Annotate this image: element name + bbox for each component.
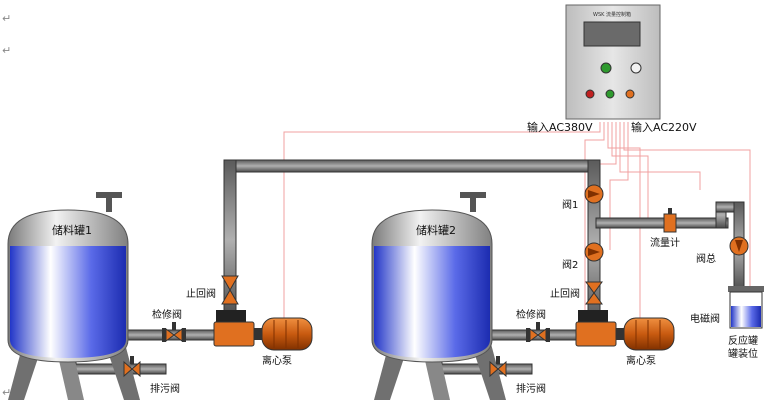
valve-1-icon xyxy=(584,184,604,204)
service-valve-icon xyxy=(526,322,550,342)
indicator-light-icon xyxy=(600,62,612,74)
storage-tank-1: 储料罐1 xyxy=(7,192,140,400)
indicator-light-icon xyxy=(625,89,635,99)
reactor-label-line1: 反应罐 xyxy=(728,334,758,347)
flowmeter-label: 流量计 xyxy=(650,236,680,249)
indicator-light-icon xyxy=(585,89,595,99)
control-box-title: WSK 流量控制箱 xyxy=(593,11,631,18)
service-valve-label: 检修阀 xyxy=(152,308,182,321)
main-valve-icon xyxy=(729,236,749,256)
display-panel xyxy=(583,21,641,47)
service-valve-icon xyxy=(162,322,186,342)
drain-valve-icon xyxy=(489,356,507,378)
pump-label: 离心泵 xyxy=(626,354,656,367)
paragraph-mark: ↵ xyxy=(2,12,11,25)
main-valve-label: 阀总 xyxy=(696,252,716,265)
solenoid-valve-label: 电磁阀 xyxy=(690,312,720,325)
valve-2-label: 阀2 xyxy=(562,258,578,271)
drain-valve-icon xyxy=(123,356,141,378)
check-valve-icon xyxy=(221,275,239,305)
reactor-vessel-icon xyxy=(728,286,764,329)
valve-1-label: 阀1 xyxy=(562,198,578,211)
flowmeter-icon xyxy=(663,208,677,233)
tank-liquid xyxy=(10,246,126,358)
valve-2-icon xyxy=(584,242,604,262)
centrifugal-pump-icon xyxy=(575,317,675,351)
tank-label: 储料罐2 xyxy=(416,223,456,237)
power-input-220v: 输入AC220V xyxy=(631,120,697,134)
paragraph-mark: ↵ xyxy=(2,386,11,399)
control-box: WSK 流量控制箱 xyxy=(565,4,661,120)
power-input-380v: 输入AC380V xyxy=(527,120,593,134)
tank-liquid xyxy=(374,246,490,358)
centrifugal-pump-icon xyxy=(213,317,313,351)
indicator-light-icon xyxy=(605,89,615,99)
storage-tank-2: 储料罐2 xyxy=(371,192,506,400)
reactor-label-line2: 罐装位 xyxy=(728,347,758,360)
tank-label: 储料罐1 xyxy=(52,223,92,237)
drain-valve-label: 排污阀 xyxy=(516,382,546,395)
check-valve-label: 止回阀 xyxy=(186,287,216,300)
left-pump-unit xyxy=(123,275,313,378)
pump-label: 离心泵 xyxy=(262,354,292,367)
selector-switch-icon xyxy=(630,62,642,74)
drain-valve-label: 排污阀 xyxy=(150,382,180,395)
check-valve-icon xyxy=(585,281,603,305)
check-valve-label: 止回阀 xyxy=(550,287,580,300)
paragraph-mark: ↵ xyxy=(2,44,11,57)
right-pump-unit xyxy=(489,184,675,378)
service-valve-label: 检修阀 xyxy=(516,308,546,321)
